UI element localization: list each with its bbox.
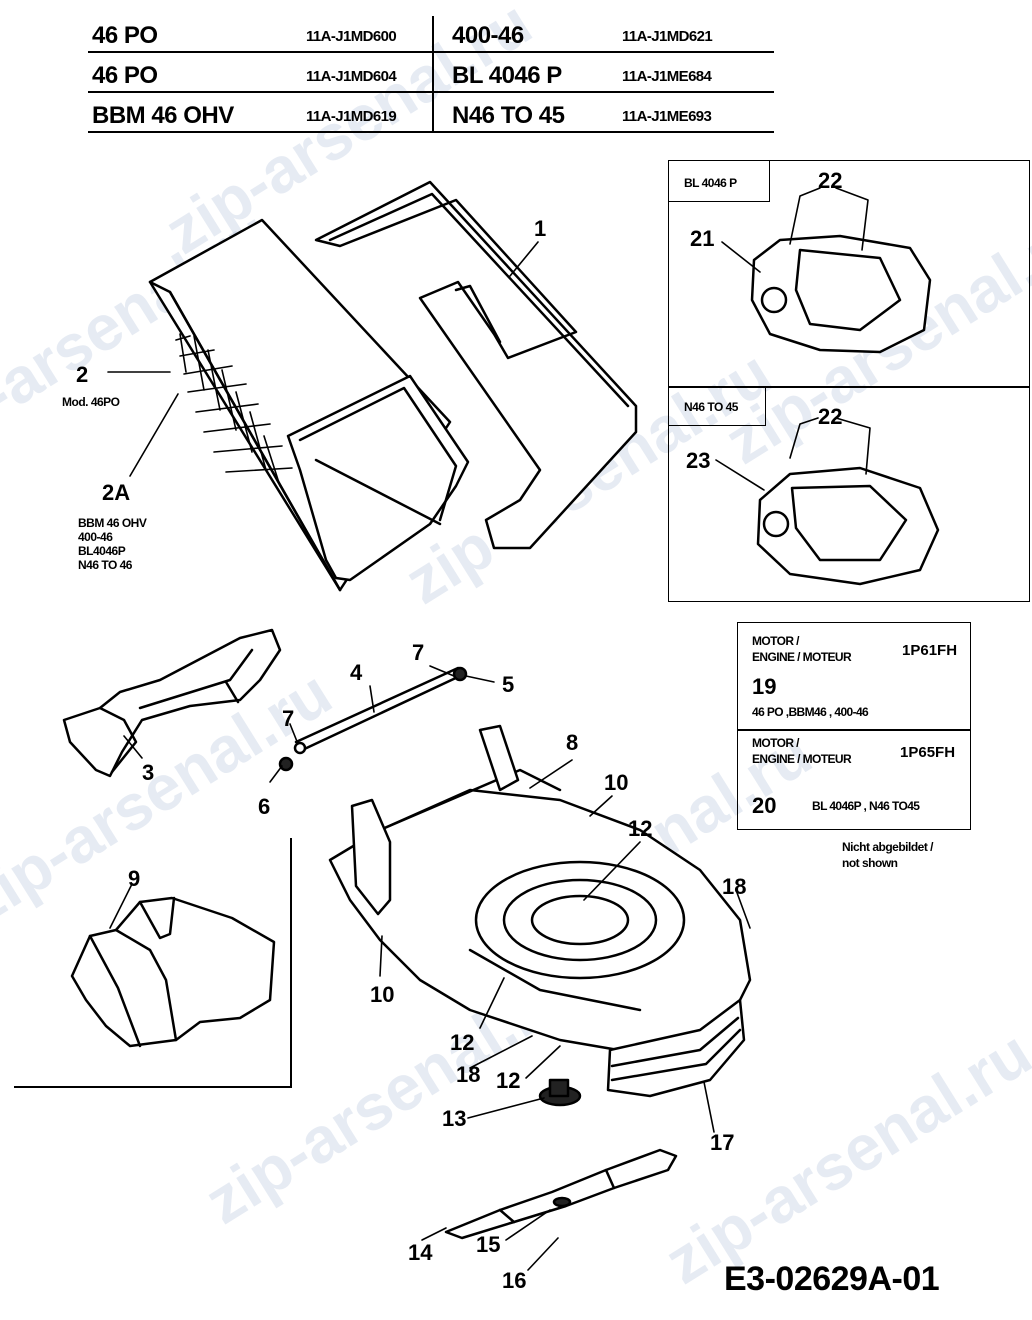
callout-2a-models: BL4046P bbox=[78, 544, 126, 558]
table-code: 11A-J1MD619 bbox=[306, 108, 397, 125]
inset-frame-9 bbox=[14, 1086, 292, 1088]
engine-label: MOTOR / bbox=[752, 634, 800, 648]
callout-7: 7 bbox=[412, 640, 425, 665]
table-model: 400-46 bbox=[452, 22, 524, 49]
inset-bl4046p bbox=[668, 160, 1030, 602]
engine-box-divider bbox=[737, 729, 971, 731]
callout-7: 7 bbox=[282, 706, 295, 731]
blade bbox=[444, 1148, 678, 1240]
table-model: BBM 46 OHV bbox=[92, 102, 234, 129]
callout-2a: 2A bbox=[102, 480, 131, 505]
engine-models: BL 4046P , N46 TO45 bbox=[812, 799, 920, 813]
engine-part-number: 20 bbox=[752, 793, 777, 818]
mower-deck bbox=[328, 724, 752, 1098]
callout-8: 8 bbox=[566, 730, 579, 755]
table-model: 46 PO bbox=[92, 62, 158, 89]
table-rule bbox=[88, 131, 774, 133]
diagram-id: E3-02629A-01 bbox=[724, 1260, 940, 1298]
callout-16: 16 bbox=[502, 1268, 527, 1293]
callout-18: 18 bbox=[456, 1062, 481, 1087]
engine-type: 1P65FH bbox=[900, 744, 956, 761]
table-model: BL 4046 P bbox=[452, 62, 562, 89]
side-deflector bbox=[70, 896, 276, 1048]
callout-4: 4 bbox=[350, 660, 363, 685]
table-code: 11A-J1MD600 bbox=[306, 28, 397, 45]
callout-18: 18 bbox=[722, 874, 747, 899]
engine-box-outline bbox=[737, 622, 971, 830]
table-rule bbox=[88, 91, 774, 93]
callout-2-note: Mod. 46PO bbox=[62, 395, 120, 409]
bag-frame bbox=[286, 180, 638, 582]
inset-title: N46 TO 45 bbox=[684, 400, 738, 414]
callout-12: 12 bbox=[628, 816, 653, 841]
callout-12: 12 bbox=[496, 1068, 521, 1093]
callout-22: 22 bbox=[818, 168, 843, 193]
blade-adapter bbox=[538, 1078, 582, 1107]
callout-2a-models: 400-46 bbox=[78, 530, 113, 544]
callout-23: 23 bbox=[686, 448, 711, 473]
not-shown-note: Nicht abgebildet / bbox=[842, 840, 934, 854]
leader-lines bbox=[107, 187, 871, 1271]
table-divider bbox=[432, 16, 434, 132]
callout-10: 10 bbox=[370, 982, 395, 1007]
table-code: 11A-J1ME693 bbox=[622, 108, 712, 125]
inset-title-box bbox=[668, 160, 770, 202]
callout-15: 15 bbox=[476, 1232, 501, 1257]
callout-17: 17 bbox=[710, 1130, 735, 1155]
callout-13: 13 bbox=[442, 1106, 467, 1131]
not-shown-note: not shown bbox=[842, 856, 898, 870]
inset-title-box bbox=[668, 386, 766, 426]
table-code: 11A-J1MD604 bbox=[306, 68, 397, 85]
callout-2a-models: N46 TO 46 bbox=[78, 558, 132, 572]
callout-3: 3 bbox=[142, 760, 155, 785]
callout-9: 9 bbox=[128, 866, 141, 891]
callout-1: 1 bbox=[534, 216, 547, 241]
engine-label: ENGINE / MOTEUR bbox=[752, 650, 852, 664]
callout-5: 5 bbox=[502, 672, 515, 697]
engine-label: ENGINE / MOTEUR bbox=[752, 752, 852, 766]
mulch-plug bbox=[62, 628, 282, 778]
table-model: N46 TO 45 bbox=[452, 102, 565, 129]
callout-22: 22 bbox=[818, 404, 843, 429]
table-model: 46 PO bbox=[92, 22, 158, 49]
callout-21: 21 bbox=[690, 226, 715, 251]
engine-type: 1P61FH bbox=[902, 642, 958, 659]
callout-6: 6 bbox=[258, 794, 271, 819]
engine-cover-bl bbox=[750, 234, 932, 354]
table-rule bbox=[88, 51, 774, 53]
callout-12: 12 bbox=[450, 1030, 475, 1055]
callout-2a-models: BBM 46 OHV bbox=[78, 516, 147, 530]
inset-divider bbox=[668, 386, 1030, 388]
inset-title: BL 4046 P bbox=[684, 176, 737, 190]
engine-part-number: 19 bbox=[752, 674, 777, 699]
table-code: 11A-J1ME684 bbox=[622, 68, 712, 85]
callout-2: 2 bbox=[76, 362, 89, 387]
engine-models: 46 PO ,BBM46 , 400-46 bbox=[752, 705, 869, 719]
inset-frame-9 bbox=[290, 838, 292, 1086]
engine-cover-n46 bbox=[756, 466, 940, 586]
callout-10: 10 bbox=[604, 770, 629, 795]
axle bbox=[278, 666, 468, 772]
callout-14: 14 bbox=[408, 1240, 433, 1265]
engine-label: MOTOR / bbox=[752, 736, 800, 750]
table-code: 11A-J1MD621 bbox=[622, 28, 713, 45]
